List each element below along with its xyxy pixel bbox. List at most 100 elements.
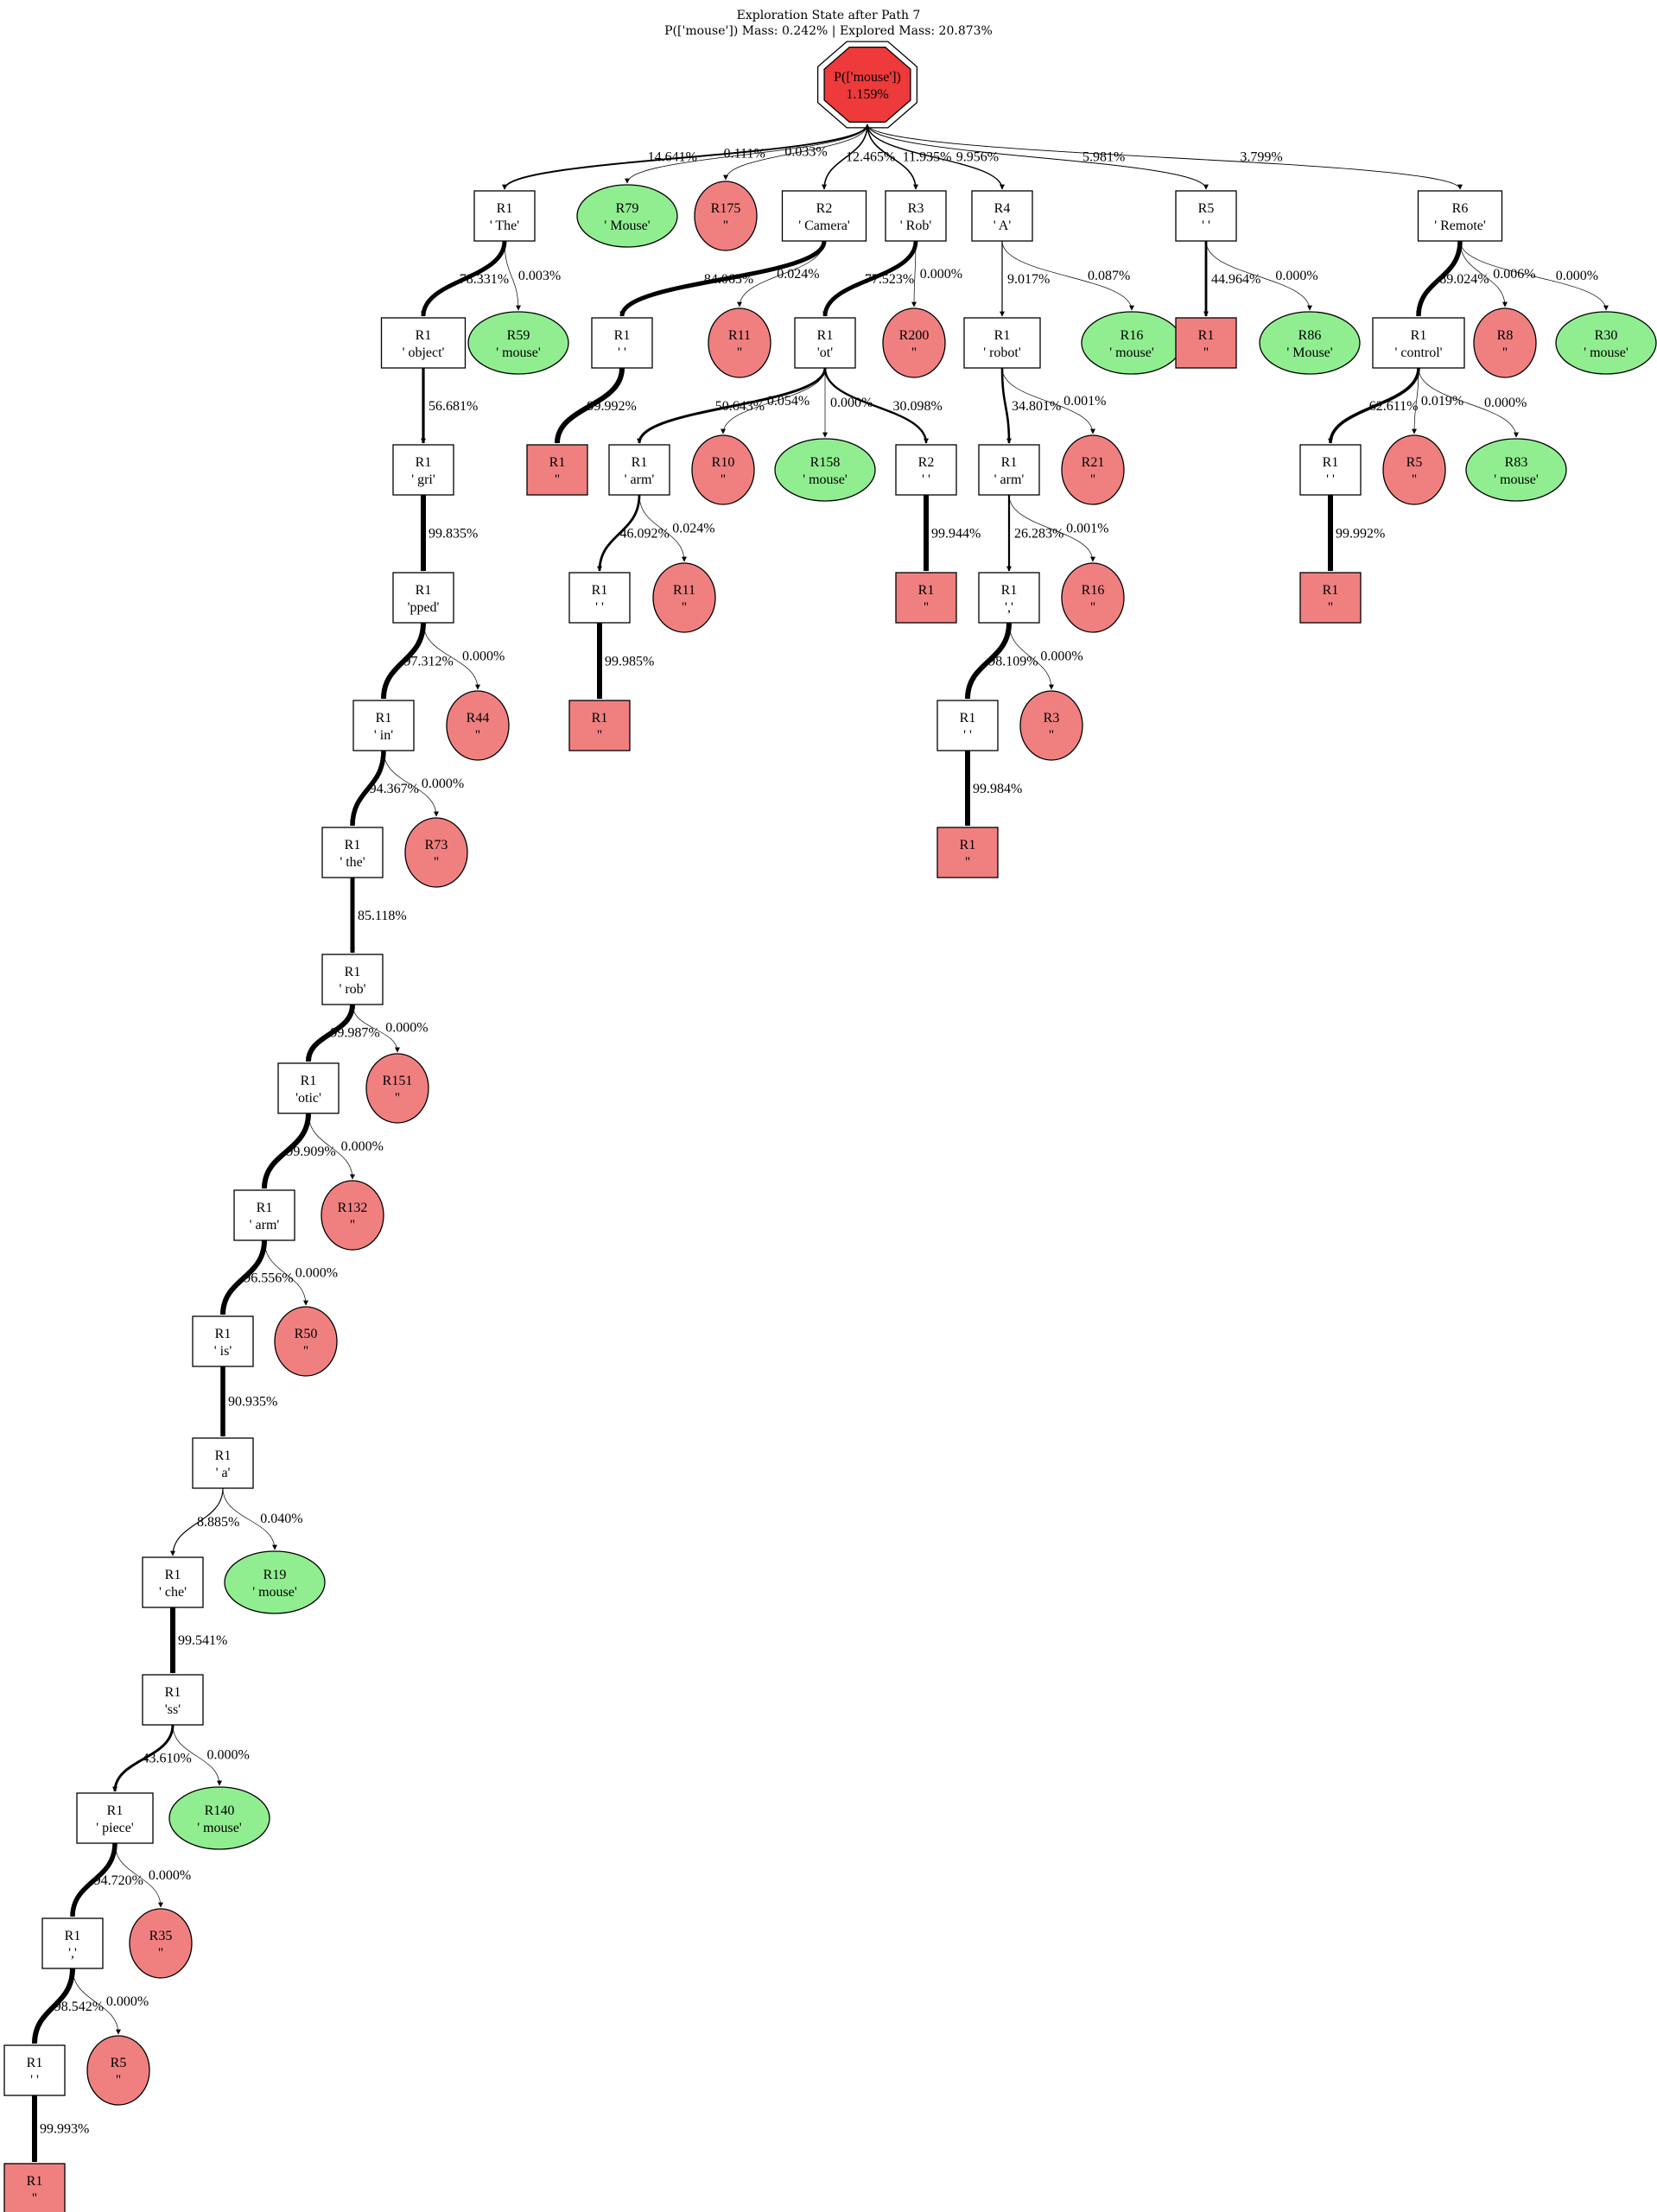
node-token: ' robot' xyxy=(983,345,1021,360)
node-token: ' gri' xyxy=(411,472,435,487)
node-circle xyxy=(882,307,946,378)
node-token: '' xyxy=(737,345,742,360)
node-label: R1 xyxy=(345,965,361,979)
node-box xyxy=(1299,572,1362,624)
node-token: '' xyxy=(1049,728,1054,743)
node-token: ' ' xyxy=(618,345,626,360)
node-circle xyxy=(365,1053,429,1124)
tree-node: R11'' xyxy=(652,562,716,633)
edge-n_rob-to-n_R200 xyxy=(911,240,917,307)
tree-node: R2 ' Camera' xyxy=(781,190,867,242)
edge-label: 0.033% xyxy=(784,144,827,159)
node-box xyxy=(963,317,1041,369)
node-box xyxy=(473,190,536,242)
node-label: R11 xyxy=(673,583,695,598)
node-box xyxy=(142,1674,204,1726)
node-ellipse xyxy=(467,311,569,375)
edge-label: 0.001% xyxy=(1066,521,1108,536)
edge-label: 34.801% xyxy=(1012,399,1061,414)
edge-n_remote-to-n_control xyxy=(1416,240,1463,317)
node-token: '' xyxy=(721,472,726,487)
tree-node: R1' arm' xyxy=(233,1189,295,1241)
node-box xyxy=(794,317,856,369)
edge-label: 99.835% xyxy=(429,527,478,542)
edge-root-to-n_R5sp xyxy=(867,124,1209,190)
node-token: ' ' xyxy=(1326,472,1335,487)
tree-node: R200'' xyxy=(882,307,946,378)
edge-n_ot-to-n_arm2 xyxy=(637,367,827,444)
tree-node: R5'' xyxy=(1382,434,1446,505)
tree-node: R1'ot' xyxy=(794,317,856,369)
edge-n_rob2-to-n_R151 xyxy=(352,1004,400,1053)
node-label: R1 xyxy=(592,583,608,598)
node-circle xyxy=(694,181,758,251)
node-token: '' xyxy=(1090,472,1095,487)
edge-n_ot-to-n_R10 xyxy=(721,367,826,434)
tree-node: R16'' xyxy=(1061,562,1125,633)
edge-n_a-to-n_che xyxy=(170,1487,224,1556)
node-label: R1 xyxy=(257,1201,273,1215)
node-token: ' object' xyxy=(403,345,445,360)
edge-n_pped-to-n_in xyxy=(381,622,426,700)
node-box xyxy=(781,190,867,242)
edge-n_the-to-n_R59 xyxy=(504,240,521,311)
node-label: R5 xyxy=(111,2056,127,2070)
node-label: R1 xyxy=(165,1568,181,1582)
node-circle xyxy=(1061,434,1125,505)
edge-label: 0.000% xyxy=(1040,649,1082,663)
tree-node: R35'' xyxy=(129,1908,193,1979)
node-label: R3 xyxy=(1044,711,1060,726)
edge-root-to-n_R175 xyxy=(723,124,868,181)
tree-node: R5'' xyxy=(86,2035,150,2106)
node-circle xyxy=(404,817,468,888)
node-circle xyxy=(691,434,755,505)
node-token: '' xyxy=(475,728,480,743)
node-label: R1 xyxy=(994,328,1011,343)
node-box xyxy=(3,2163,66,2212)
edge-n_remote-to-n_R30 xyxy=(1459,240,1609,311)
node-label: R140 xyxy=(205,1803,235,1818)
node-box xyxy=(936,700,999,751)
tree-node: R132'' xyxy=(321,1180,384,1251)
node-circle xyxy=(86,2035,150,2106)
node-ellipse xyxy=(224,1550,326,1614)
edge-label: 0.040% xyxy=(260,1512,302,1526)
node-circle xyxy=(129,1908,193,1979)
edge-label: 0.024% xyxy=(777,267,819,282)
edge-label: 0.000% xyxy=(106,1994,149,2009)
edge-label: 0.000% xyxy=(1556,269,1598,283)
node-token: ' Camera' xyxy=(798,219,850,233)
node-token: 'pped' xyxy=(408,600,440,615)
edge-n_piece-to-n_comma xyxy=(70,1842,117,1917)
edge-label: 43.610% xyxy=(142,1751,191,1765)
node-box xyxy=(936,827,999,878)
edge-n_rob-to-n_ot xyxy=(822,240,918,317)
node-token: ' mouse' xyxy=(1494,472,1539,487)
tree-node: R1'' xyxy=(1175,317,1237,369)
edge-label: 0.000% xyxy=(385,1020,428,1035)
edge-n_arm1-to-n_R50 xyxy=(263,1239,308,1306)
edge-label: 78.331% xyxy=(460,272,509,287)
tree-node: R79' Mouse' xyxy=(576,184,678,248)
node-box xyxy=(41,1917,104,1969)
node-label: R30 xyxy=(1595,328,1618,343)
tree-node: R1'otic' xyxy=(277,1062,340,1114)
node-box xyxy=(3,2044,66,2096)
edge-label: 99.993% xyxy=(40,2121,89,2136)
node-label: R1 xyxy=(301,1074,317,1088)
edge-n_A-to-n_R16a xyxy=(1001,240,1134,311)
node-box xyxy=(978,444,1040,496)
node-label: R2 xyxy=(918,455,935,470)
edge-label: 99.992% xyxy=(1336,527,1385,542)
node-label: R2 xyxy=(816,201,833,216)
edge-n_in-to-n_the2 xyxy=(350,750,386,827)
edge-label: 9.017% xyxy=(1007,272,1050,287)
edge-label: 99.909% xyxy=(286,1144,335,1159)
edge-label: 0.001% xyxy=(1063,394,1106,409)
node-box xyxy=(392,444,454,496)
node-label: R8 xyxy=(1497,328,1514,343)
node-token: ' control' xyxy=(1394,345,1442,360)
edge-n_comma2-to-n_A_sp xyxy=(965,622,1012,700)
node-label: R1 xyxy=(817,328,834,343)
tree-node: R1' che' xyxy=(142,1556,204,1608)
